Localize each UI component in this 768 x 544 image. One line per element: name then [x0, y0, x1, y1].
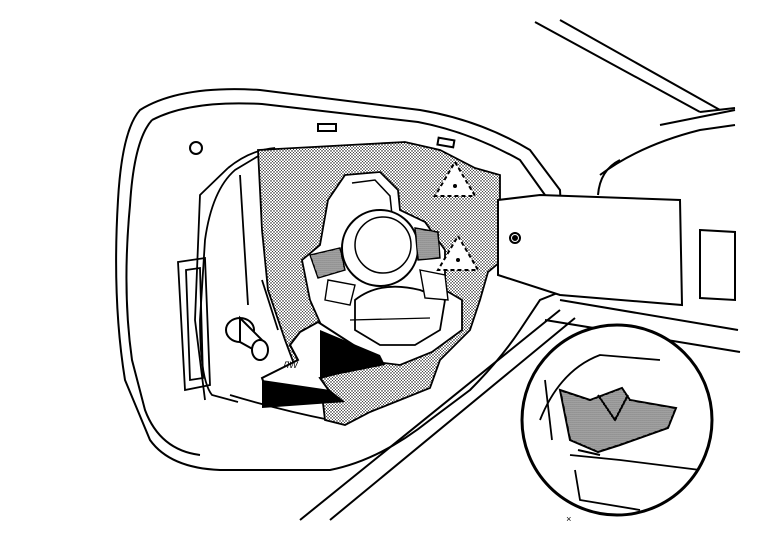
breather-cap [225, 315, 269, 361]
fuel-recess [177, 147, 331, 421]
warning-triangle-dot [453, 184, 457, 188]
warning-triangle-icon [436, 234, 480, 271]
warning-triangle-icon [433, 160, 477, 197]
vehicle-body-lines [299, 19, 741, 521]
corner-mark: × [566, 514, 571, 524]
fuel-lid-hinge [497, 193, 736, 307]
detail-claw [558, 386, 678, 454]
detail-callout [520, 323, 714, 517]
fuel-lid-frame [115, 88, 567, 471]
direction-arrow-icon [260, 320, 385, 408]
mounting-hole [189, 141, 203, 155]
arrow-label: ЛW [282, 360, 299, 370]
warning-triangle-dot [456, 258, 460, 262]
